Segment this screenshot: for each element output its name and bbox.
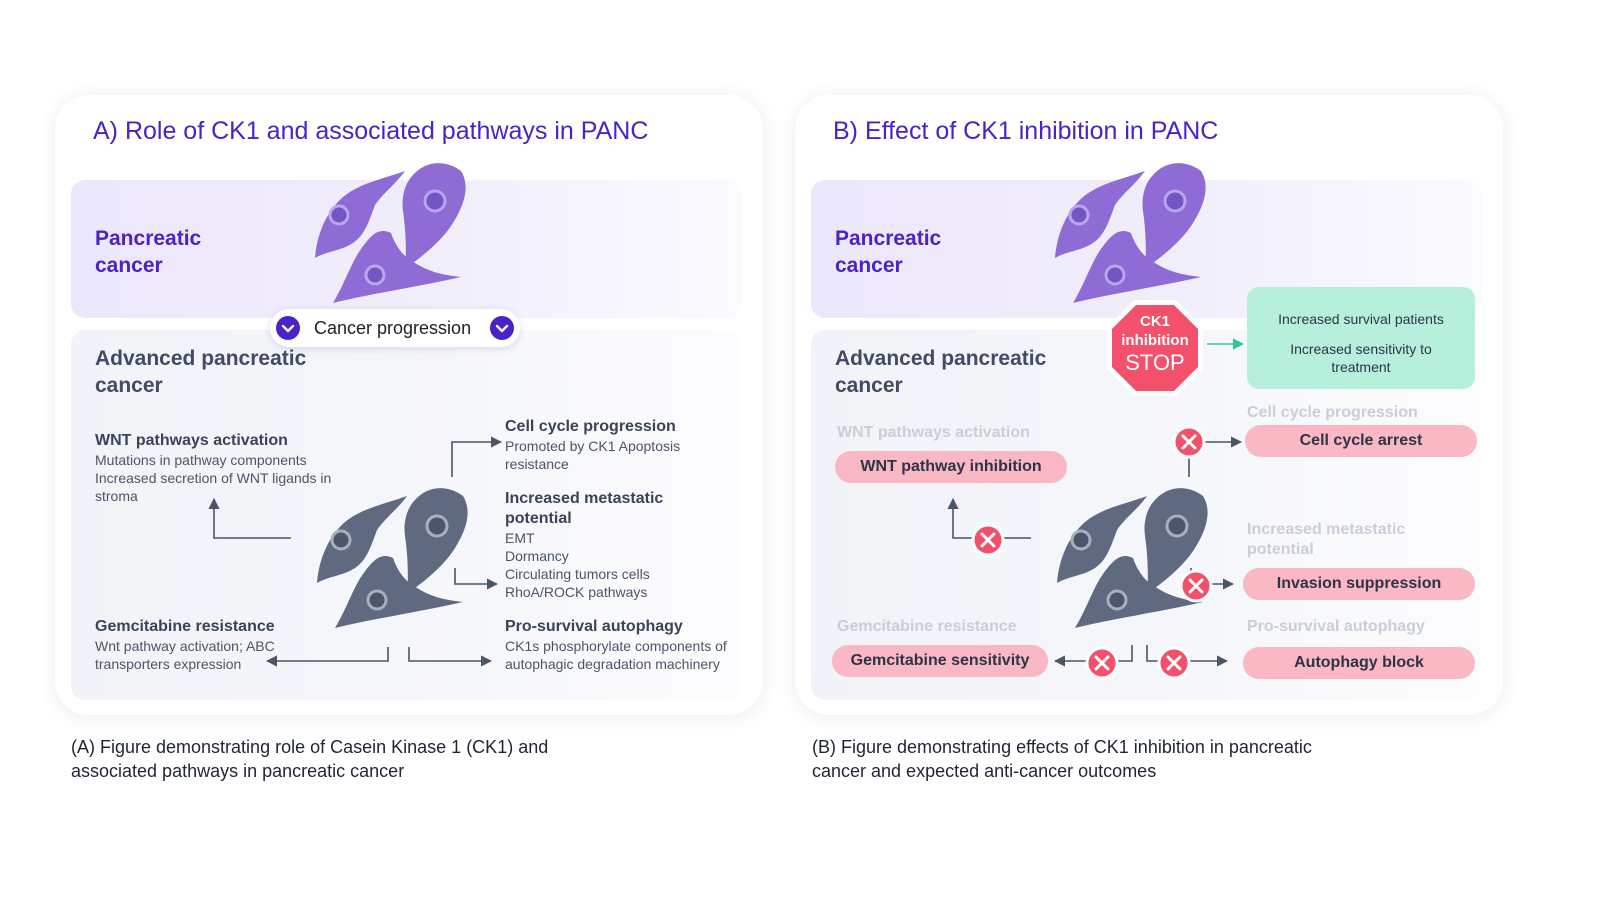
arrow-to-wnt bbox=[208, 497, 291, 539]
caption-b: (B) Figure demonstrating effects of CK1 … bbox=[812, 737, 1312, 781]
invasion-suppression-badge: Invasion suppression bbox=[1243, 568, 1475, 600]
close-icon bbox=[1179, 569, 1213, 603]
metastatic-item: EMT bbox=[505, 530, 535, 546]
ghost-autophagy-label: Pro-survival autophagy bbox=[1247, 618, 1425, 635]
arrow-to-gemcitabine bbox=[1053, 645, 1133, 667]
panel-a-title: A) Role of CK1 and associated pathways i… bbox=[93, 117, 649, 145]
pancreatic-cancer-label: Pancreatic cancer bbox=[95, 227, 202, 277]
advanced-cancer-band bbox=[71, 330, 741, 700]
wnt-inhibition-badge: WNT pathway inhibition bbox=[835, 451, 1067, 483]
cancer-progression-text: Cancer progression bbox=[314, 318, 472, 338]
ghost-wnt-label: WNT pathways activation bbox=[837, 424, 1030, 441]
cancer-cell-icon bbox=[317, 488, 468, 628]
autophagy-block-badge: Autophagy block bbox=[1243, 647, 1475, 679]
metastatic-item: Circulating tumors cells bbox=[505, 566, 650, 582]
wnt-heading: WNT pathways activation bbox=[95, 432, 288, 449]
arrow-to-autophagy bbox=[1146, 645, 1229, 667]
close-icon bbox=[1085, 646, 1119, 680]
cell-cycle-heading: Cell cycle progression bbox=[505, 418, 676, 435]
caption-a: (A) Figure demonstrating role of Casein … bbox=[71, 737, 549, 781]
close-icon bbox=[971, 523, 1005, 557]
cell-cycle-arrest-badge: Cell cycle arrest bbox=[1245, 425, 1477, 457]
outcomes-box: Increased survival patients Increased se… bbox=[1247, 287, 1475, 389]
cancer-progression-pill: Cancer progression bbox=[270, 309, 520, 347]
pancreatic-cancer-label: Pancreatic cancer bbox=[835, 227, 942, 277]
outcome-survival: Increased survival patients bbox=[1278, 311, 1444, 327]
stop-line-ck1: CK1 bbox=[1139, 313, 1170, 330]
close-icon bbox=[1172, 425, 1206, 459]
close-icon bbox=[1157, 646, 1191, 680]
arrow-to-autophagy bbox=[408, 647, 493, 667]
cancer-cell-icon bbox=[1055, 163, 1206, 303]
ghost-cell-cycle-label: Cell cycle progression bbox=[1247, 404, 1418, 421]
cancer-cell-icon bbox=[1057, 488, 1208, 628]
arrow-to-metastatic bbox=[454, 568, 499, 590]
panel-a: A) Role of CK1 and associated pathways i… bbox=[55, 95, 763, 715]
cell-cycle-block: Cell cycle progression Promoted by CK1 A… bbox=[505, 417, 715, 473]
arrow-to-cell-cycle bbox=[451, 436, 503, 477]
advanced-pancreatic-cancer-label: Advanced pancreatic cancer bbox=[835, 347, 1047, 397]
stop-line-inhibition: inhibition bbox=[1121, 332, 1189, 349]
stop-sign-icon bbox=[1107, 300, 1203, 396]
wnt-body: Mutations in pathway components Increase… bbox=[95, 452, 332, 504]
chevron-down-icon bbox=[490, 316, 514, 340]
ghost-gemcitabine-label: Gemcitabine resistance bbox=[837, 618, 1017, 635]
panel-b: B) Effect of CK1 inhibition in PANC Panc… bbox=[795, 95, 1503, 715]
stop-line-stop: STOP bbox=[1125, 350, 1185, 375]
panel-a-diagram bbox=[208, 163, 503, 667]
metastatic-item: Dormancy bbox=[505, 548, 569, 564]
gemcitabine-block: Gemcitabine resistance Wnt pathway activ… bbox=[95, 617, 305, 673]
panel-b-diagram bbox=[947, 163, 1245, 680]
autophagy-heading: Pro-survival autophagy bbox=[505, 618, 683, 635]
metastatic-heading: Increased metastatic potential bbox=[505, 490, 664, 527]
wnt-activation-block: WNT pathways activation Mutations in pat… bbox=[95, 431, 335, 505]
outcome-sensitivity: Increased sensitivity to treatment bbox=[1290, 341, 1432, 375]
arrow-to-gemcitabine bbox=[265, 647, 389, 667]
gemcitabine-heading: Gemcitabine resistance bbox=[95, 618, 275, 635]
chevron-down-icon bbox=[276, 316, 300, 340]
gemcitabine-body: Wnt pathway activation; ABC transporters… bbox=[95, 638, 275, 672]
autophagy-body: CK1s phosphorylate components of autopha… bbox=[505, 638, 727, 672]
cancer-cell-icon bbox=[315, 163, 466, 303]
cell-cycle-body: Promoted by CK1 Apoptosis resistance bbox=[505, 438, 681, 472]
metastatic-item: RhoA/ROCK pathways bbox=[505, 584, 648, 600]
ghost-metastatic-label: Increased metastatic potential bbox=[1247, 521, 1406, 558]
panel-b-title: B) Effect of CK1 inhibition in PANC bbox=[833, 117, 1219, 145]
advanced-pancreatic-cancer-label: Advanced pancreatic cancer bbox=[95, 347, 307, 397]
autophagy-block: Pro-survival autophagy CK1s phosphorylat… bbox=[505, 617, 745, 673]
gemcitabine-sensitivity-badge: Gemcitabine sensitivity bbox=[832, 645, 1048, 677]
arrow-to-wnt bbox=[947, 497, 1031, 539]
metastatic-block: Increased metastatic potential EMT Dorma… bbox=[505, 489, 715, 601]
